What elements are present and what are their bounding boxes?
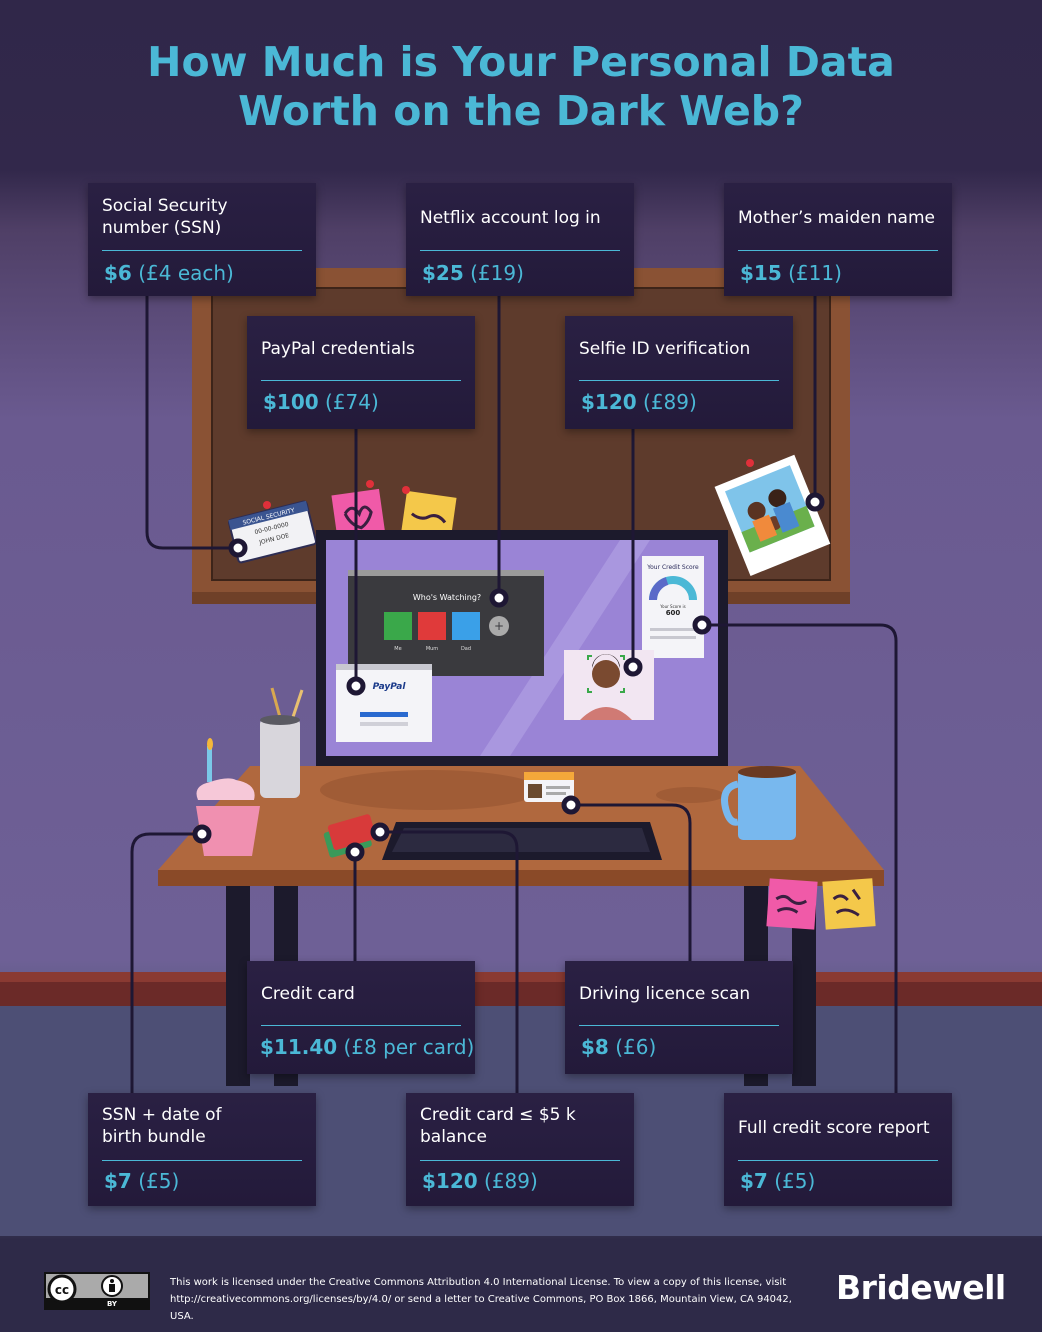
credit-widget-title: Your Credit Score [646,564,699,571]
card-price: $6 (£4 each) [104,261,234,285]
card-divider [420,1160,620,1161]
card-label: Mother’s maiden name [738,208,935,228]
card-price: $25 (£19) [422,261,524,285]
svg-text:+: + [494,619,504,633]
pencil-cup [260,687,304,798]
card-price: $120 (£89) [422,1169,538,1193]
credit-widget-sub: Your Score is [659,604,685,609]
family-photo [714,454,831,576]
license-text: This work is licensed under the Creative… [170,1277,792,1322]
birthday-cupcake [196,738,260,856]
sticky-note-pink-2 [766,878,818,930]
card-divider [579,380,779,381]
card-credit-card-5k: Credit card ≤ $5 k balance $120 (£89) [406,1093,634,1206]
netflix-prompt: Who's Watching? [413,593,481,602]
card-driving-licence: Driving licence scan $8 (£6) [565,961,793,1074]
profile-avatar-mum [418,612,446,640]
ssn-card-illustration: SOCIAL SECURITY 00-00-0000 JOHN DOE [227,500,317,564]
cc-symbol: cc [55,1283,69,1297]
brand-logo: Bridewell [836,1268,1006,1307]
profile-avatar-me [384,612,412,640]
selfie-window [564,650,654,720]
card-price: $8 (£6) [581,1035,657,1059]
card-price: $11.40 (£8 per card) [260,1035,475,1059]
credit-score-widget: Your Credit Score Your Score is 600 [642,556,704,658]
card-divider [738,250,938,251]
title-line-1: How Much is Your Personal Data [147,38,895,86]
card-selfie: Selfie ID verification $120 (£89) [565,316,793,429]
connector-node [623,657,643,677]
pin-icon [366,480,374,488]
connector-node [345,842,365,862]
cc-by-icon: cc BY [46,1274,148,1308]
card-divider [261,380,461,381]
credit-widget-score: 600 [666,609,681,617]
card-label: PayPal credentials [261,339,415,359]
card-ssn: Social Security number (SSN) $6 (£4 each… [88,183,316,296]
title-line-2: Worth on the Dark Web? [238,87,804,135]
driving-licence-illustration [524,772,574,802]
card-credit-report: Full credit score report $7 (£5) [724,1093,952,1206]
card-paypal: PayPal credentials $100 (£74) [247,316,475,429]
netflix-window: Who's Watching? + Me Mum Dad [348,570,544,676]
connector-node [228,538,248,558]
card-netflix: Netflix account log in $25 (£19) [406,183,634,296]
connector-node [489,588,509,608]
card-label: Selfie ID verification [579,339,751,359]
card-divider [261,1025,461,1026]
card-price: $7 (£5) [740,1169,816,1193]
connector-node [692,615,712,635]
card-label: Credit card ≤ $5 k balance [420,1105,576,1147]
sticky-note-yellow [400,490,457,542]
connector-node [805,492,825,512]
card-label: SSN + date of birth bundle [102,1105,222,1147]
connector-node [561,795,581,815]
card-divider [420,250,620,251]
profile-label-me: Me [394,646,401,652]
paypal-window: PayPal [336,664,432,742]
connector-node [346,676,366,696]
card-divider [738,1160,938,1161]
connector-lines [130,296,898,1094]
card-divider [102,1160,302,1161]
card-price: $15 (£11) [740,261,842,285]
card-label: Credit card [261,984,355,1004]
card-credit-card: Credit card $11.40 (£8 per card) [247,961,475,1074]
profile-label-mum: Mum [426,646,438,652]
coffee-mug [721,766,796,840]
card-label: Social Security number (SSN) [102,196,228,238]
card-label: Driving licence scan [579,984,751,1004]
pin-icon [402,486,410,494]
card-price: $100 (£74) [263,390,379,414]
card-price: $120 (£89) [581,390,697,414]
pin-icon [263,501,271,509]
paypal-logo: PayPal [373,682,407,692]
profile-label-dad: Dad [461,646,471,652]
creative-commons-badge: cc BY [44,1272,150,1310]
pin-icon [746,459,754,467]
card-ssn-dob-bundle: SSN + date of birth bundle $7 (£5) [88,1093,316,1206]
card-maiden-name: Mother’s maiden name $15 (£11) [724,183,952,296]
card-label: Netflix account log in [420,208,601,228]
cc-by-label: BY [107,1300,118,1308]
keyboard [382,822,662,860]
card-label: Full credit score report [738,1118,930,1138]
connector-node [370,822,390,842]
connector-node [192,824,212,844]
sticky-note-yellow-2 [822,878,876,930]
card-price: $7 (£5) [104,1169,180,1193]
card-divider [102,250,302,251]
card-divider [579,1025,779,1026]
add-profile-icon [489,616,509,636]
profile-avatar-dad [452,612,480,640]
